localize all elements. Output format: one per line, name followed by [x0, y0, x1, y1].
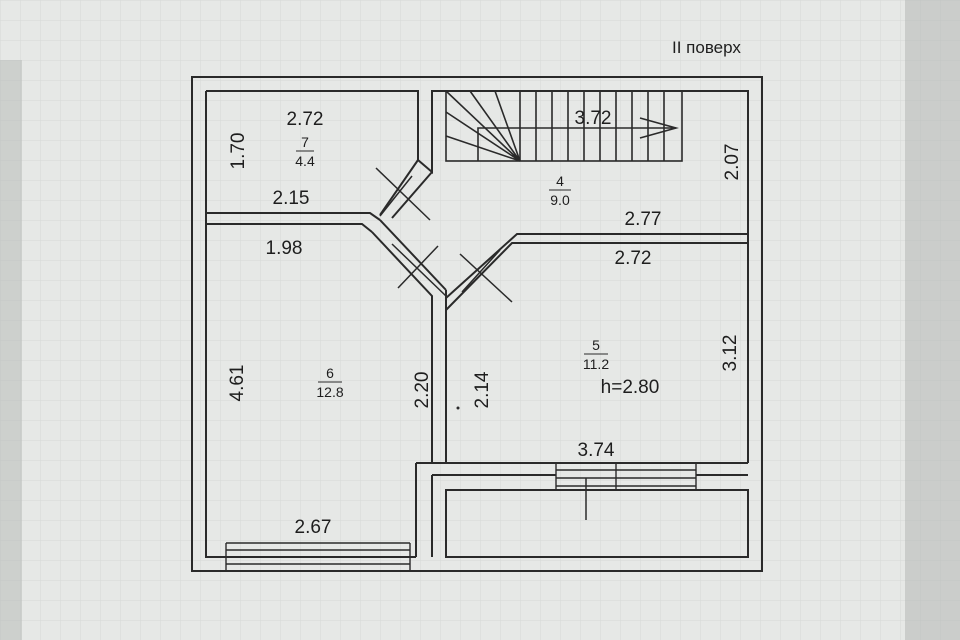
windows [225, 462, 697, 571]
scan-shadow-right [905, 0, 960, 640]
dim-room6-left: 4.61 [227, 365, 248, 402]
room5-area: 11.2 [583, 356, 609, 372]
stair-steps [519, 91, 665, 161]
dim-room7-bottom: 2.15 [273, 188, 310, 209]
dim-room6-top: 1.98 [266, 238, 303, 259]
corridor-wall-b [391, 171, 433, 219]
stair-arrow-head [639, 117, 679, 139]
wall-7-6-top [206, 212, 381, 221]
dim-room4-bottom: 2.77 [625, 209, 662, 230]
corridor-wall-d [379, 219, 447, 291]
door-room5 [459, 249, 513, 303]
room4-area: 9.0 [550, 192, 570, 208]
wall-room5-top-lower [445, 242, 748, 311]
balcony [445, 489, 749, 558]
room7-area: 4.4 [295, 153, 315, 169]
dim-room5-left: 2.14 [472, 371, 493, 408]
dim-room5-top: 2.72 [615, 248, 652, 269]
balcony-door [555, 462, 697, 490]
door-room7 [375, 167, 431, 221]
room7-number: 7 [301, 134, 309, 150]
dim-stair-length: 3.72 [575, 108, 612, 129]
corridor-wall-c [371, 231, 433, 463]
scan-shadow-left [0, 60, 22, 640]
dim-room6-right: 2.20 [412, 372, 433, 409]
dim-room5-right: 3.12 [720, 335, 741, 372]
dim-room5-bottom: 3.74 [578, 440, 615, 461]
doors [375, 167, 587, 520]
stair-outline [445, 90, 683, 162]
room5-height: h=2.80 [601, 377, 660, 398]
wall-7-6-bottom [206, 223, 373, 233]
stair-landing [477, 127, 520, 161]
dim-room4-side: 2.07 [722, 144, 743, 181]
room4-number: 4 [556, 173, 564, 189]
dim-room6-bottom: 2.67 [295, 517, 332, 538]
outer-wall-outer [191, 76, 763, 572]
room6-area: 12.8 [316, 384, 343, 400]
dim-room7-side: 1.70 [228, 133, 249, 170]
dim-room7-top: 2.72 [287, 109, 324, 130]
room5-number: 5 [592, 337, 600, 353]
staircase [445, 90, 683, 162]
stair-winders [445, 90, 521, 162]
door-room6 [391, 243, 447, 297]
wall-room5-top-upper [445, 233, 748, 299]
window-room6 [225, 542, 411, 571]
corridor-wall-a [379, 159, 419, 216]
dot-mark [456, 406, 460, 410]
floor-label: II поверх [672, 38, 741, 57]
room6-number: 6 [326, 365, 334, 381]
